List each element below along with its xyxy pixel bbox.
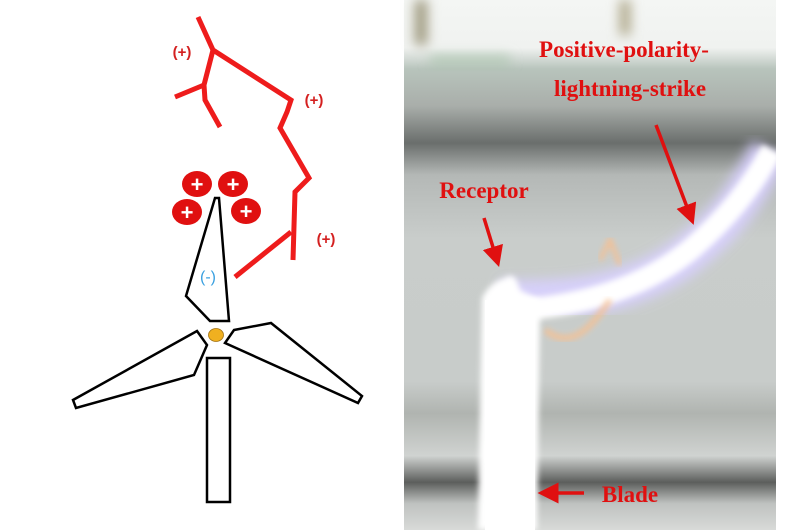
discharge-glow [499, 140, 788, 341]
strike-label-line1: Positive-polarity- [539, 37, 709, 62]
svg-text:+: + [227, 172, 240, 197]
blade-label: Blade [602, 482, 658, 507]
receptor-label: Receptor [439, 178, 528, 203]
lightning-main-channel [195, 15, 313, 261]
positive-ion: + [218, 171, 248, 197]
blade-right [223, 321, 364, 405]
positive-ion: + [172, 199, 202, 225]
svg-text:+: + [181, 200, 194, 225]
tower [205, 356, 232, 504]
svg-text:+: + [240, 199, 253, 224]
hub [208, 328, 224, 342]
wind-turbine-diagram: (+) (+) (+) + + + + (-) [71, 15, 364, 504]
positive-ion: + [231, 198, 261, 224]
blade-negative-charge: (-) [200, 269, 216, 286]
lightning-left-branch [201, 49, 223, 129]
lightning-strike-photo: Positive-polarity- lightning-strike Rece… [404, 0, 800, 530]
lightning-branch-to-blade [233, 230, 293, 279]
svg-text:+: + [191, 172, 204, 197]
blade-left [71, 329, 209, 410]
strike-arrow [654, 124, 697, 225]
positive-ions: + + + + [172, 171, 261, 225]
lightning-leader [174, 15, 313, 279]
charge-label-bottom: (+) [317, 231, 336, 248]
strike-label-line2: lightning-strike [554, 76, 706, 101]
charge-label-middle: (+) [305, 92, 324, 109]
blade-top [184, 196, 231, 323]
lightning-left-twig [174, 82, 205, 100]
charge-label-top: (+) [173, 44, 192, 61]
receptor-arrow [482, 217, 503, 268]
positive-ion: + [182, 171, 212, 197]
photo-background-details [415, 0, 630, 65]
